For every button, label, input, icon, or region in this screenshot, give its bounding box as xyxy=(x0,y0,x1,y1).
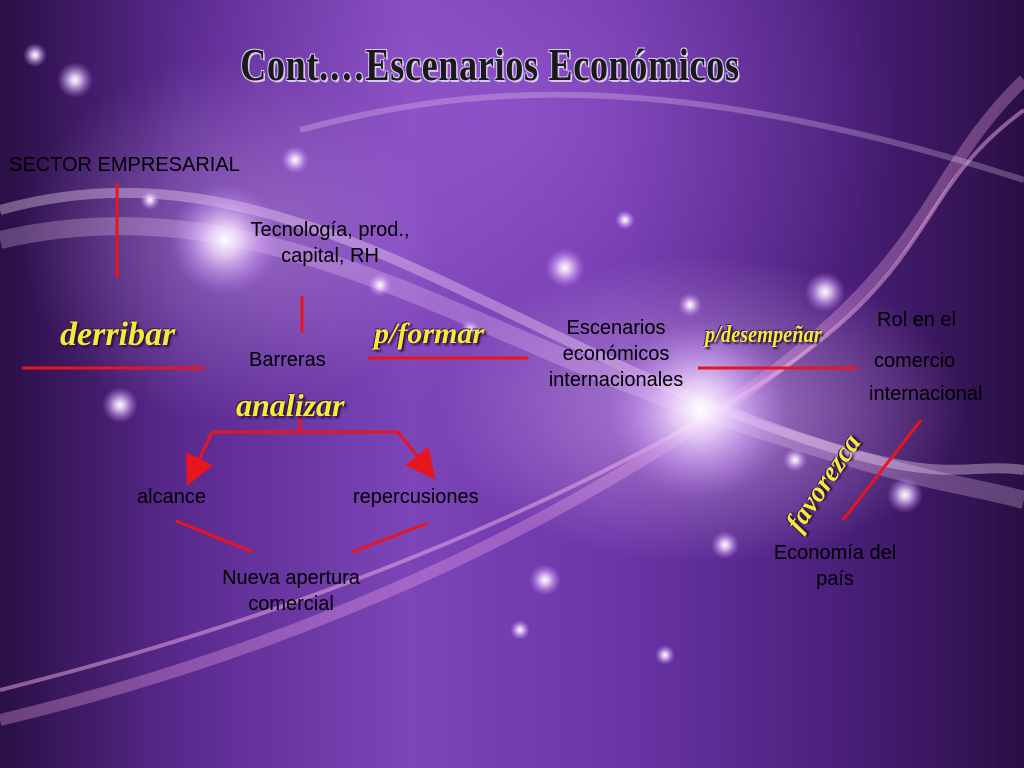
verb-p-formar: p/formar xyxy=(374,317,485,350)
node-rol-line1: Rol en el xyxy=(877,309,956,331)
node-tecnologia-line1: Tecnología, prod., xyxy=(250,219,410,241)
node-tecnologia: Tecnología, prod., capital, RH xyxy=(220,217,440,269)
connector-favorezca xyxy=(841,419,923,521)
node-escenarios-line3: internacionales xyxy=(548,369,684,391)
node-alcance: alcance xyxy=(137,486,206,508)
arrow-to-repercusiones xyxy=(396,431,436,480)
node-economia: Economía del país xyxy=(745,540,925,592)
connector-repercusiones-apertura xyxy=(351,521,429,554)
node-economia-line2: país xyxy=(816,568,854,590)
arrow-to-alcance xyxy=(185,431,214,486)
verb-analizar: analizar xyxy=(236,387,345,423)
node-escenarios: Escenarios económicos internacionales xyxy=(520,315,712,393)
node-repercusiones: repercusiones xyxy=(353,486,479,508)
node-sector-empresarial: SECTOR EMPRESARIAL xyxy=(9,154,240,176)
verb-p-desempenar: p/desempeñar xyxy=(705,322,822,348)
node-economia-line1: Economía del xyxy=(773,542,897,564)
node-apertura-line1: Nueva apertura xyxy=(222,567,360,589)
node-rol-line2: comercio xyxy=(874,350,956,372)
node-barreras: Barreras xyxy=(249,349,326,371)
node-escenarios-line1: Escenarios xyxy=(566,317,666,339)
node-escenarios-line2: económicos xyxy=(562,343,670,365)
node-rol-line3: internacional xyxy=(869,383,983,405)
node-nueva-apertura: Nueva apertura comercial xyxy=(186,565,396,617)
slide-title: Cont.…Escenarios Económicos xyxy=(240,39,740,90)
verb-derribar: derribar xyxy=(60,316,176,353)
node-apertura-line2: comercial xyxy=(248,593,334,615)
connector-alcance-apertura xyxy=(175,519,254,554)
node-tecnologia-line2: capital, RH xyxy=(281,245,379,267)
